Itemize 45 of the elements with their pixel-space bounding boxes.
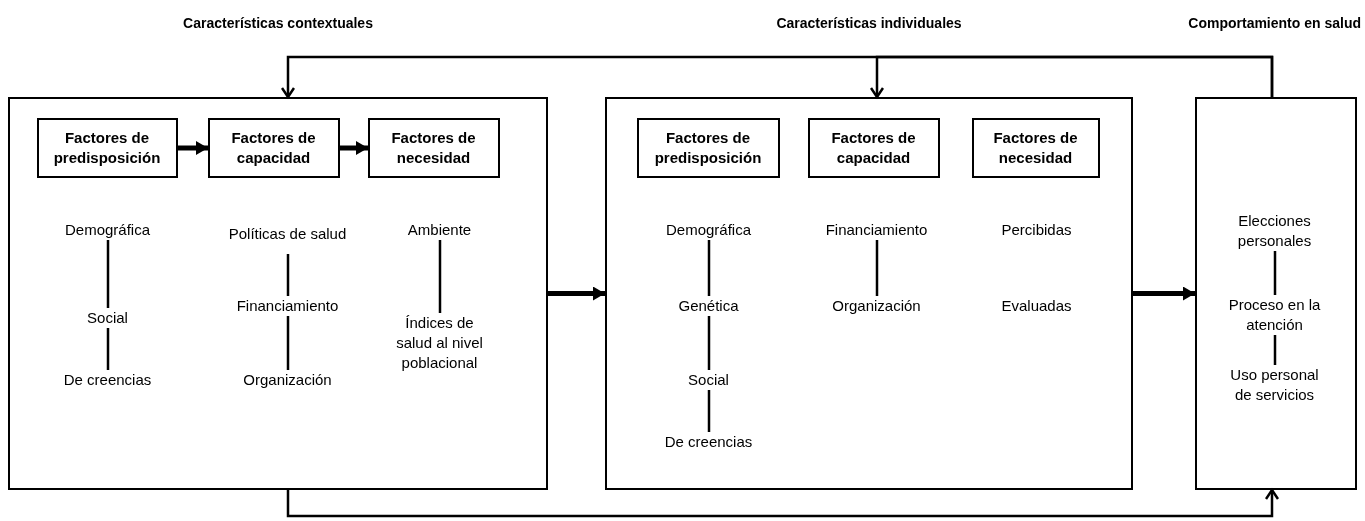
- section-heading: Características contextuales: [182, 15, 374, 31]
- list-item-text: De creencias: [37, 369, 178, 390]
- connector-line: [1273, 251, 1277, 295]
- list-item-text: De creencias: [638, 431, 779, 452]
- connector-line: [106, 328, 110, 370]
- list-item-text: Elecciones personales: [1222, 210, 1327, 251]
- section-heading: Características individuales: [775, 15, 963, 31]
- arrow: [340, 141, 368, 155]
- list-item-text: Organización: [207, 369, 368, 390]
- connector-line: [875, 240, 879, 296]
- connector-line: [286, 254, 290, 296]
- connector-line: [438, 240, 442, 313]
- connector-line: [1273, 335, 1277, 365]
- arrow: [178, 141, 208, 155]
- list-item-text: Políticas de salud: [217, 213, 358, 254]
- arrow: [869, 55, 1274, 99]
- factor-box: Factores de predisposición: [636, 117, 780, 178]
- list-item-text: Uso personal de servicios: [1222, 364, 1327, 405]
- list-item-text: Social: [638, 369, 779, 390]
- connector-line: [707, 316, 711, 370]
- factor-box: Factores de necesidad: [971, 117, 1100, 178]
- arrow: [286, 488, 1280, 518]
- list-item-text: Demográfica: [37, 219, 178, 240]
- factor-box: Factores de necesidad: [367, 117, 500, 178]
- connector-line: [707, 240, 711, 296]
- arrow: [548, 286, 605, 301]
- list-item-text: Genética: [638, 295, 779, 316]
- list-item-text: Ambiente: [369, 219, 510, 240]
- connector-line: [106, 240, 110, 308]
- list-item-text: Financiamiento: [796, 219, 957, 240]
- factor-box: Factores de capacidad: [207, 117, 340, 178]
- list-item-text: Evaluadas: [966, 295, 1107, 316]
- factor-box: Factores de predisposición: [36, 117, 178, 178]
- list-item-text: Financiamiento: [207, 295, 368, 316]
- connector-line: [707, 390, 711, 432]
- list-item-text: Organización: [796, 295, 957, 316]
- list-item-text: Social: [37, 307, 178, 328]
- section-heading: Comportamiento en salud: [1188, 15, 1361, 31]
- arrow: [1133, 286, 1195, 301]
- list-item-text: Percibidas: [966, 219, 1107, 240]
- factor-box: Factores de capacidad: [807, 117, 940, 178]
- connector-line: [286, 316, 290, 370]
- list-item-text: Demográfica: [638, 219, 779, 240]
- list-item-text: Índices de salud al nivel poblacional: [389, 312, 490, 373]
- list-item-text: Proceso en la atención: [1222, 294, 1327, 335]
